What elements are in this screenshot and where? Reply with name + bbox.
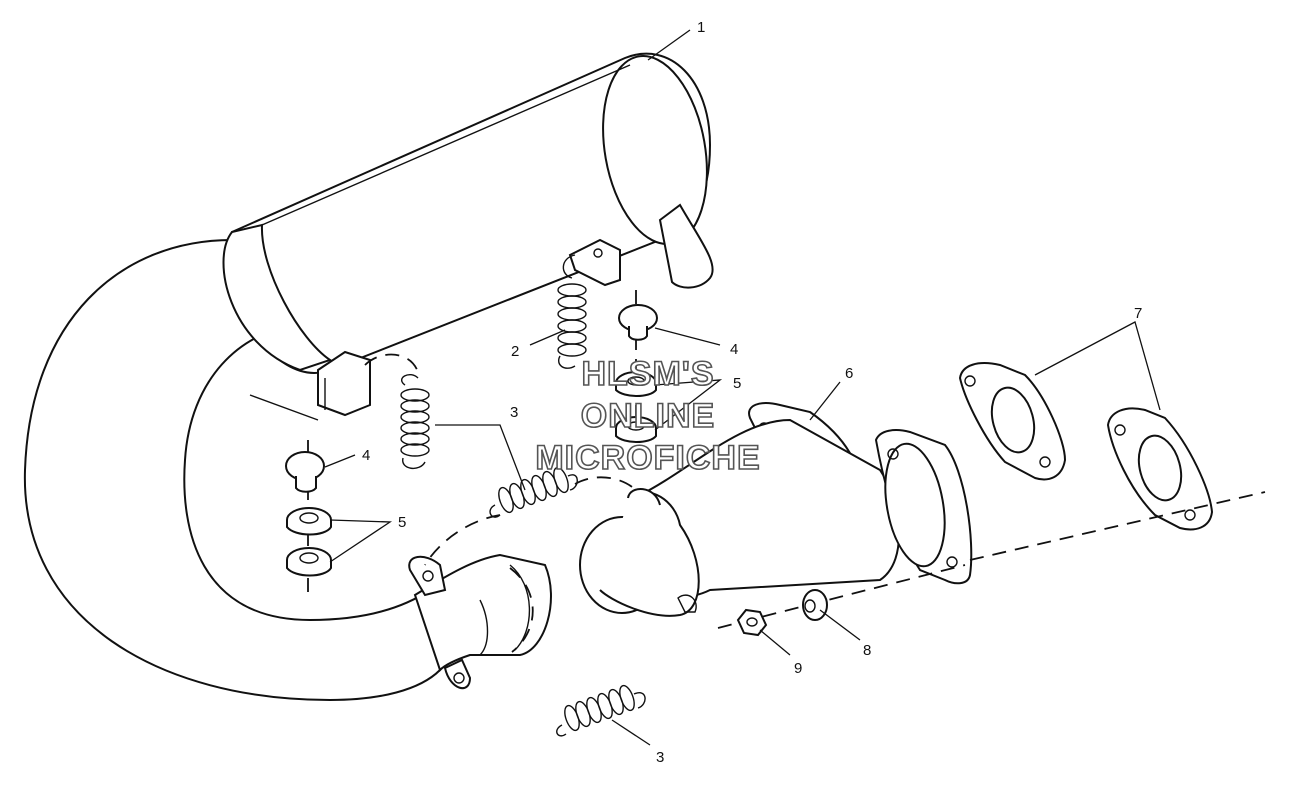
washer-right-2 (615, 416, 657, 443)
muffler (222, 52, 714, 421)
callout-2: 2 (511, 343, 519, 360)
spring-path-dashed (424, 514, 501, 566)
leader-lines (324, 29, 1161, 746)
gasket-1 (958, 362, 1067, 481)
callout-4-left: 4 (362, 447, 370, 464)
spring-mid-vertical (400, 374, 430, 469)
center-line (717, 564, 966, 629)
nut (736, 608, 768, 637)
watermark: HLSM'S ONLINE MICROFICHE (535, 354, 761, 478)
washer-right-1 (615, 371, 657, 397)
spring-path-dashed (574, 476, 641, 496)
callout-3-lower: 3 (656, 749, 664, 766)
gasket-2 (1106, 407, 1214, 531)
callout-5-right: 5 (733, 375, 741, 392)
callout-1: 1 (697, 19, 705, 36)
washer-left-2 (286, 547, 332, 577)
callout-6: 6 (845, 365, 853, 382)
exhaust-pipe (23, 238, 552, 702)
spring-upper (557, 254, 587, 369)
callout-8: 8 (863, 642, 871, 659)
washer-left-1 (286, 507, 332, 536)
watermark-line-3: MICROFICHE (535, 439, 760, 477)
watermark-line-1: HLSM'S (581, 355, 714, 393)
callout-5-left: 5 (398, 514, 406, 531)
grommet-right (618, 290, 658, 440)
spring-lower (556, 684, 646, 737)
flat-washer (802, 589, 828, 621)
watermark-line-2: ONLINE (581, 397, 715, 435)
callout-3-upper: 3 (510, 404, 518, 421)
spring-path-dashed (364, 353, 419, 373)
exhaust-manifold (579, 402, 973, 617)
center-line (969, 491, 1266, 561)
callouts: 1 2 3 3 4 4 5 5 6 7 8 9 (362, 19, 1142, 766)
callout-9: 9 (794, 660, 802, 677)
callout-4-right: 4 (730, 341, 738, 358)
callout-7: 7 (1134, 305, 1142, 322)
